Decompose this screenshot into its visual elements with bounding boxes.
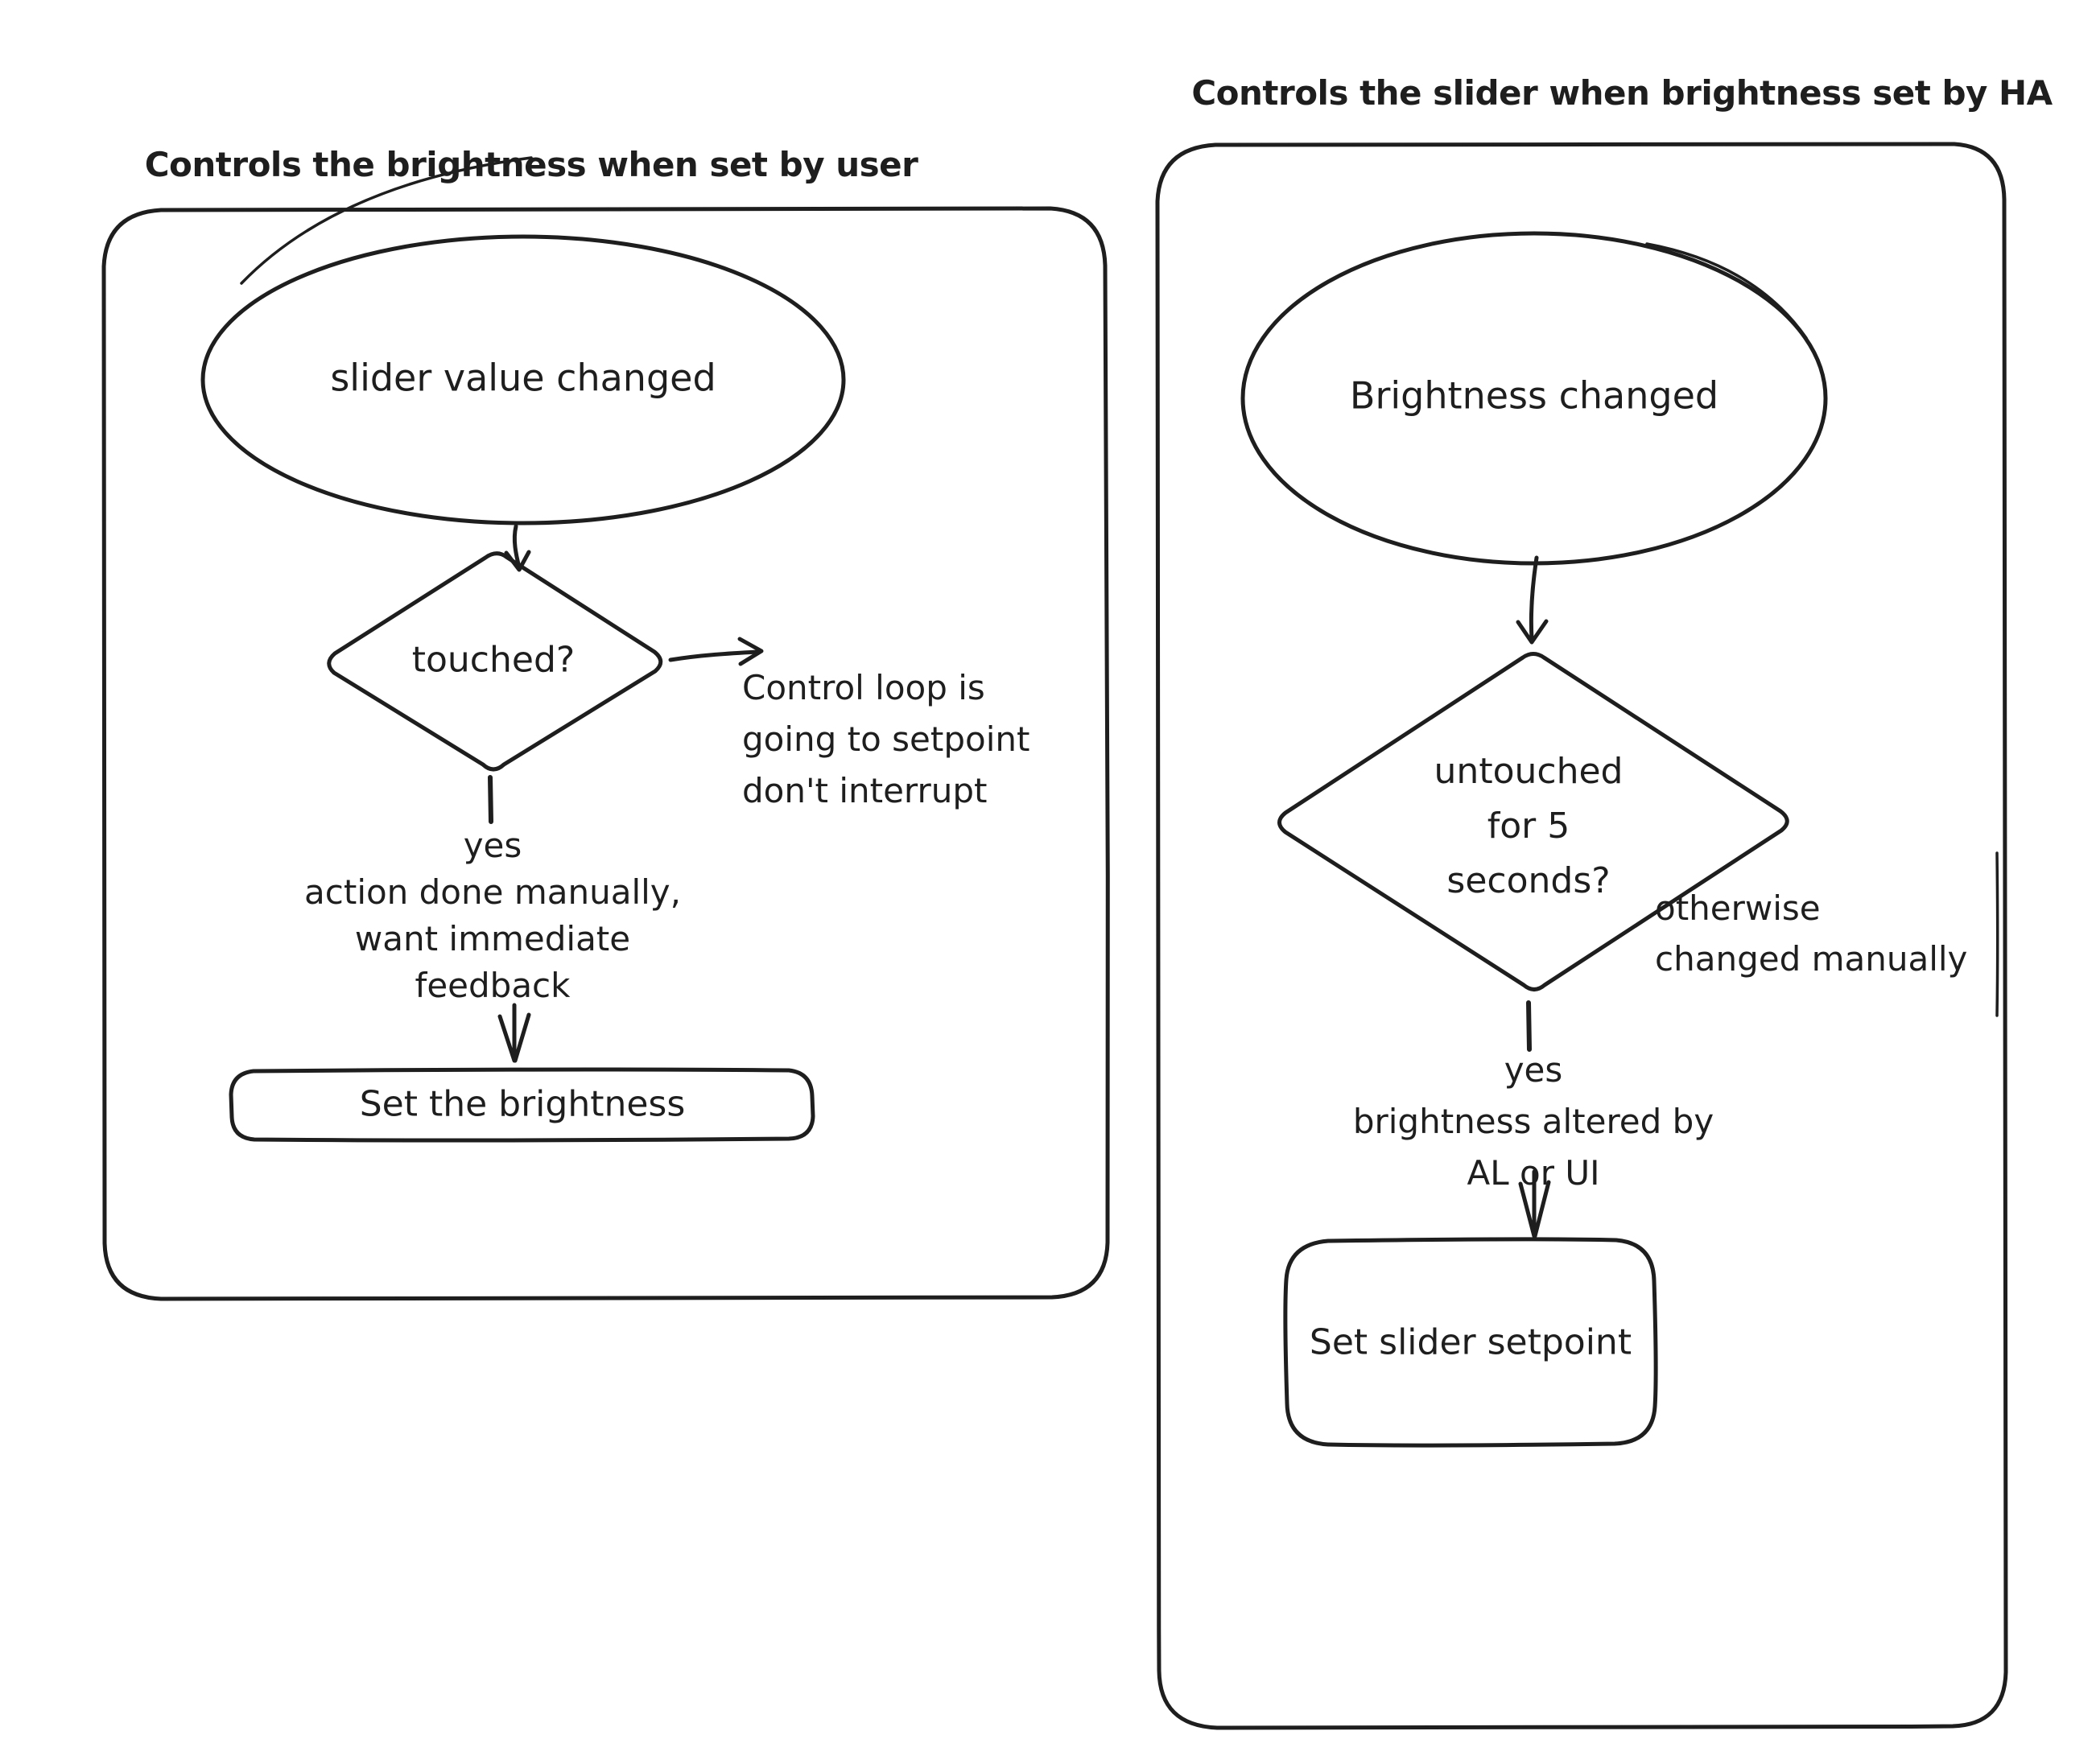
left-start-ellipse-overdraw — [240, 156, 533, 285]
right-decision-diamond — [1277, 652, 1789, 991]
right-arrow-start-to-decision — [1516, 555, 1549, 645]
right-no-branch-note: otherwise changed manually — [1655, 888, 1968, 979]
left-arrow-to-action — [497, 1003, 531, 1063]
left-no-branch-note: Control loop is going to setpoint don't … — [742, 668, 1030, 810]
left-panel-title: Controls the brightness when set by user — [144, 144, 918, 184]
left-start-label: slider value changed — [330, 356, 716, 400]
left-arrow-decision-no — [668, 637, 764, 666]
left-panel-frame — [101, 205, 1110, 1302]
left-yes-connector — [488, 775, 493, 824]
right-start-ellipse-overdraw — [1645, 242, 1808, 340]
right-decision-label: untouched for 5 seconds? — [1434, 751, 1624, 901]
left-start-ellipse — [200, 234, 846, 525]
left-yes-branch-note: yes action done manually, want immediate… — [304, 826, 681, 1005]
right-action-label: Set slider setpoint — [1309, 1321, 1632, 1363]
left-action-box — [229, 1067, 815, 1143]
right-panel-frame — [1154, 141, 2009, 1731]
right-start-label: Brightness changed — [1349, 373, 1719, 418]
left-action-label: Set the brightness — [359, 1083, 686, 1125]
right-arrow-to-action — [1518, 1169, 1551, 1239]
left-decision-diamond — [327, 551, 663, 772]
right-yes-branch-note: yes brightness altered by AL or UI — [1352, 1050, 1714, 1193]
right-panel-title: Controls the slider when brightness set … — [1191, 72, 2053, 113]
left-decision-label: touched? — [411, 639, 576, 681]
right-action-box — [1283, 1237, 1658, 1448]
right-panel-frame-overdraw — [1995, 851, 1999, 1017]
